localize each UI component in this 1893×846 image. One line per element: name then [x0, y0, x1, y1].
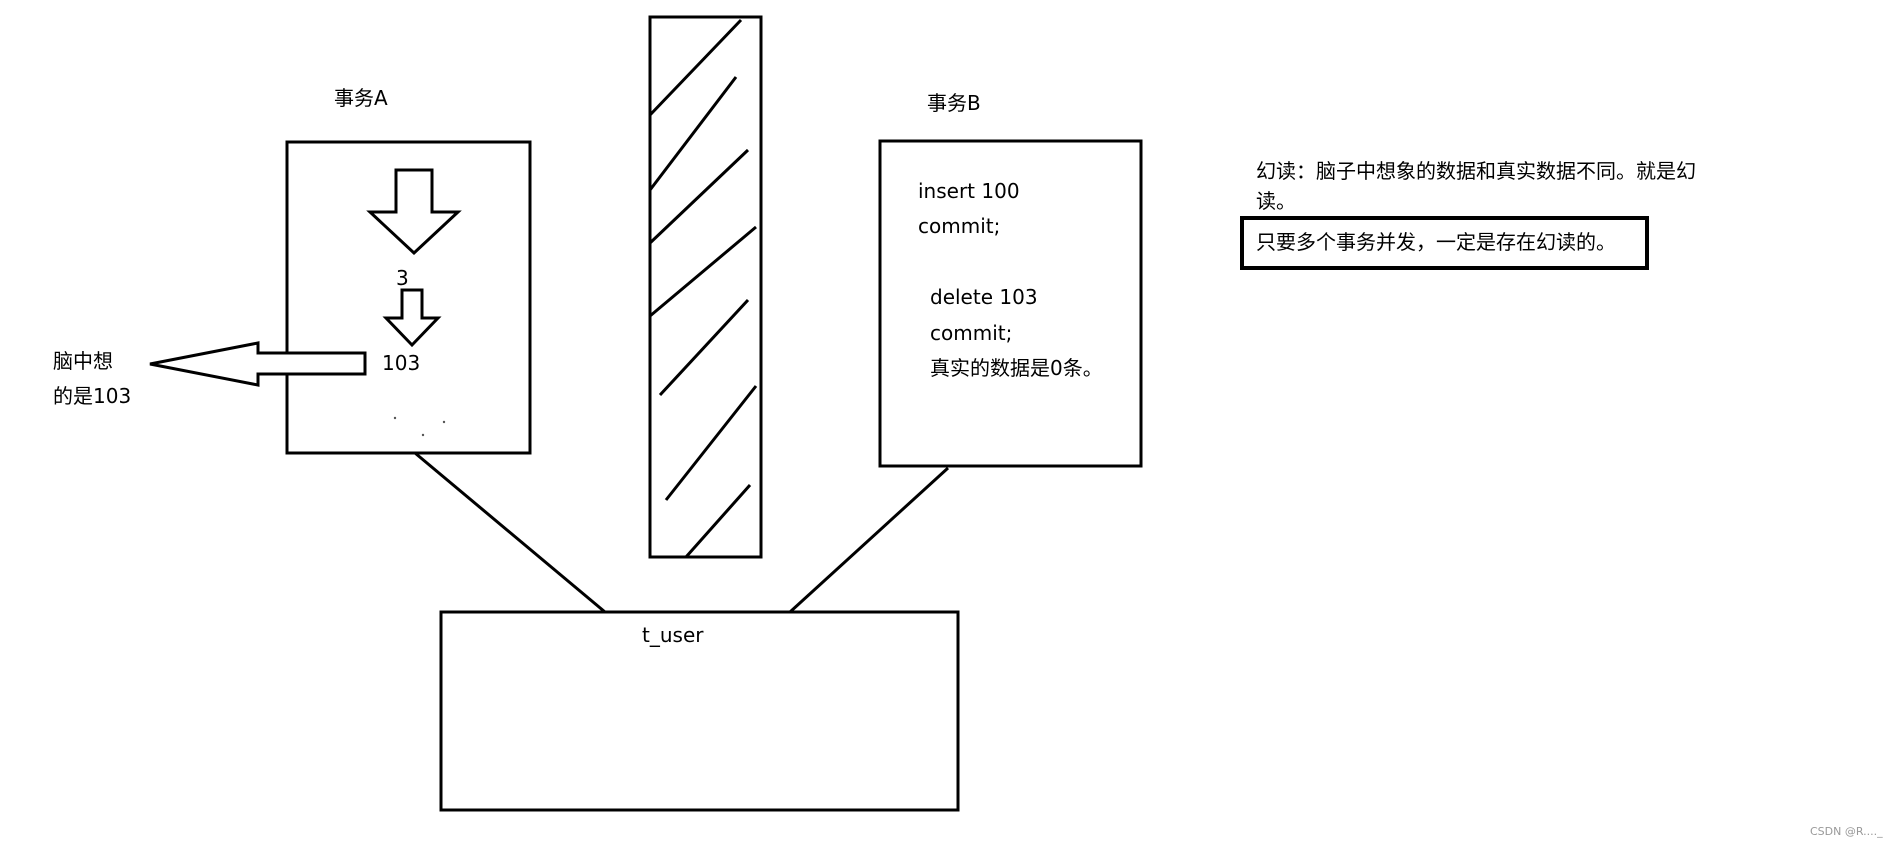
transaction-a-title: 事务A	[334, 86, 388, 110]
connector-a-to-table	[414, 451, 606, 614]
transaction-b-line: commit;	[918, 214, 1001, 238]
transaction-b-line: commit;	[930, 321, 1013, 345]
highlight-note-box	[1240, 216, 1649, 270]
phantom-read-definition: 幻读：脑子中想象的数据和真实数据不同。就是幻读。	[1256, 159, 1696, 213]
stray-dot	[442, 420, 446, 424]
transaction-a-value-103: 103	[382, 351, 421, 375]
transaction-a-value-3: 3	[396, 266, 409, 290]
transaction-b-box	[878, 139, 1143, 468]
transaction-b-line: delete 103	[930, 285, 1038, 309]
table-name: t_user	[642, 623, 704, 647]
transaction-b-line: 真实的数据是0条。	[930, 356, 1103, 380]
table-box	[439, 610, 960, 812]
highlight-note: 只要多个事务并发，一定是存在幻读的。	[1256, 230, 1616, 254]
left-arrow-icon	[149, 341, 367, 387]
transaction-b-title: 事务B	[927, 91, 981, 115]
watermark: CSDN @R...._	[1810, 825, 1883, 838]
brain-label-line1: 脑中想	[53, 349, 113, 373]
down-arrow-small-icon	[382, 288, 442, 348]
connector-b-to-table	[788, 466, 950, 614]
stray-dot	[421, 433, 425, 437]
transaction-b-line: insert 100	[918, 179, 1020, 203]
transaction-a-box	[285, 140, 532, 455]
down-arrow-large-icon	[366, 168, 462, 256]
isolation-wall	[648, 15, 763, 559]
brain-label-line2: 的是103	[53, 384, 132, 408]
stray-dot	[393, 416, 397, 420]
